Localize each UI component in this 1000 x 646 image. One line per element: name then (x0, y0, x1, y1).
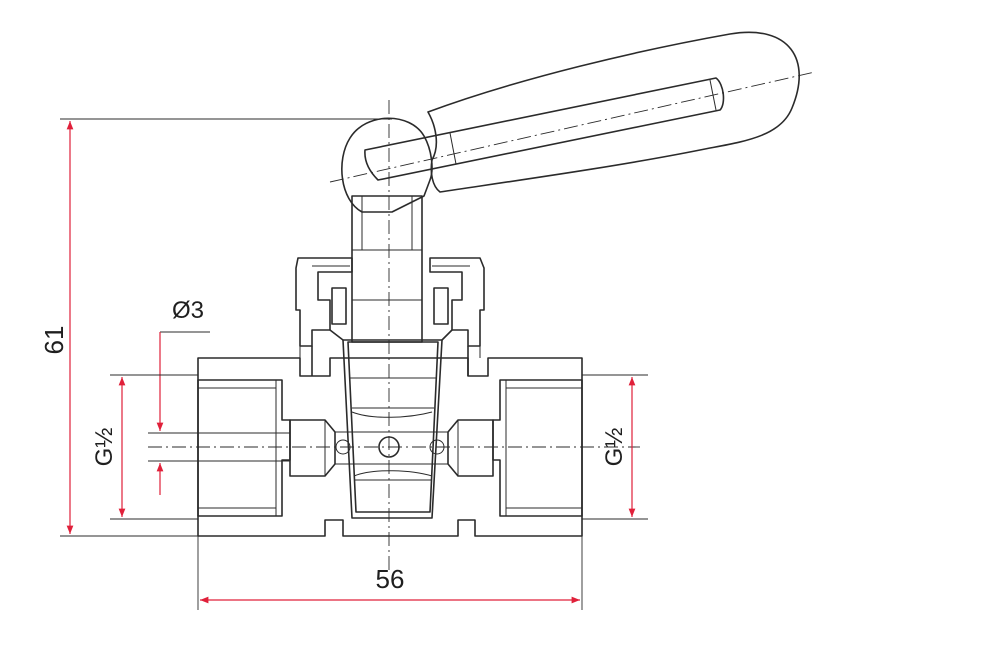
packing-left (331, 287, 347, 325)
valve-stem (351, 195, 423, 343)
dimension-thread-left-label: G½ (91, 428, 118, 467)
dimension-bore-label: Ø3 (172, 297, 204, 324)
stem-ball-head (341, 117, 433, 213)
packing-right (433, 287, 449, 325)
dimension-height-label: 61 (39, 326, 69, 355)
valve-body (197, 339, 583, 537)
stem-shaft (351, 195, 423, 343)
body-section (197, 357, 583, 537)
gland-nut-section-right (429, 257, 485, 347)
valve-handle (329, 31, 816, 213)
right-channel (447, 419, 494, 477)
dimension-thread-right-label: G½ (601, 428, 628, 467)
dimension-thread-left: G½ (91, 374, 198, 520)
handle-rod (364, 77, 725, 181)
dimension-height: 61 (39, 118, 392, 537)
valve-plug (347, 341, 439, 513)
left-channel (289, 419, 336, 477)
handle-grip (427, 31, 800, 193)
dimension-thread-right: G½ (582, 374, 648, 520)
dimension-bore: Ø3 (148, 297, 290, 495)
gland-nut-section-left (295, 257, 353, 347)
gland-nut (295, 257, 485, 376)
plug-cavity (342, 339, 443, 519)
dimension-length: 56 (197, 536, 583, 610)
dimension-length-label: 56 (376, 564, 405, 594)
